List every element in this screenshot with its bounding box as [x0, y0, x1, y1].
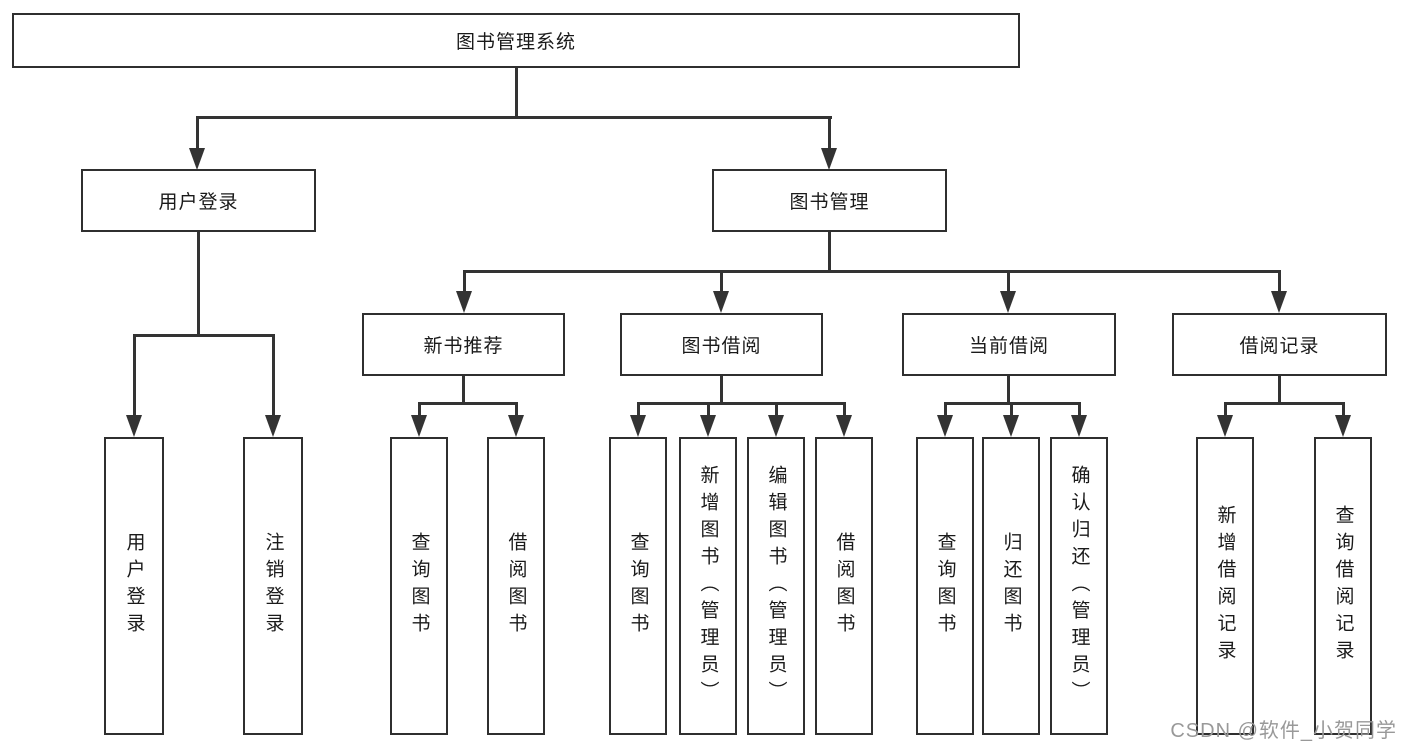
leaf-br-add-record-label: 新增借阅记录: [1214, 505, 1236, 667]
leaf-user-login-label: 用户登录: [123, 532, 145, 640]
connector-cb-query: [944, 402, 947, 417]
arrow-down-bb-borrow: [836, 415, 852, 437]
connector-nb-query: [418, 402, 421, 417]
connector-to-current-borrow: [1007, 270, 1010, 293]
arrow-down-new-book: [456, 291, 472, 313]
connector-new-book-rail: [418, 402, 518, 405]
node-user-login-label: 用户登录: [158, 192, 239, 213]
arrow-down-br-add: [1217, 415, 1233, 437]
connector-to-user-login: [196, 116, 199, 149]
connector-to-borrow-records: [1278, 270, 1281, 293]
connector-current-borrow-stem: [1007, 376, 1010, 404]
connector-root-rail: [196, 116, 832, 119]
leaf-logout: 注销登录: [243, 437, 303, 735]
leaf-br-add-record: 新增借阅记录: [1196, 437, 1254, 735]
leaf-nb-borrow-books-label: 借阅图书: [505, 532, 527, 640]
leaf-bb-query-books-label: 查询图书: [627, 532, 649, 640]
arrow-down-user-login: [189, 148, 205, 170]
leaf-logout-label: 注销登录: [262, 532, 284, 640]
connector-to-leaf-login: [133, 334, 136, 417]
arrow-down-current-borrow: [1000, 291, 1016, 313]
leaf-bb-edit-books-admin-label: 编辑图书（管理员）: [765, 464, 787, 708]
connector-bb-add: [707, 402, 710, 417]
leaf-cb-confirm-return-admin-label: 确认归还（管理员）: [1068, 464, 1090, 708]
arrow-down-nb-query: [411, 415, 427, 437]
node-system-root-label: 图书管理系统: [455, 32, 576, 53]
leaf-nb-query-books: 查询图书: [390, 437, 448, 735]
node-new-book-recommend-label: 新书推荐: [423, 336, 504, 357]
leaf-bb-borrow-books-label: 借阅图书: [833, 532, 855, 640]
arrow-down-bb-add: [700, 415, 716, 437]
connector-cb-confirm: [1078, 402, 1081, 417]
arrow-down-bb-edit: [768, 415, 784, 437]
node-user-login: 用户登录: [81, 169, 316, 232]
node-book-management-label: 图书管理: [789, 192, 870, 213]
node-book-borrow-label: 图书借阅: [681, 336, 762, 357]
node-system-root: 图书管理系统: [12, 13, 1020, 68]
node-current-borrow-label: 当前借阅: [968, 336, 1049, 357]
arrow-down-nb-borrow: [508, 415, 524, 437]
node-new-book-recommend: 新书推荐: [362, 313, 565, 376]
connector-br-query: [1342, 402, 1345, 417]
connector-to-book-management: [828, 116, 831, 149]
leaf-nb-borrow-books: 借阅图书: [487, 437, 545, 735]
arrow-down-book-management: [821, 148, 837, 170]
arrow-down-br-query: [1335, 415, 1351, 437]
connector-bb-query: [637, 402, 640, 417]
leaf-br-query-record: 查询借阅记录: [1314, 437, 1372, 735]
connector-to-book-borrow: [720, 270, 723, 293]
leaf-bb-borrow-books: 借阅图书: [815, 437, 873, 735]
watermark: CSDN @软件_小贺同学: [1170, 720, 1397, 742]
arrow-down-borrow-records: [1271, 291, 1287, 313]
connector-br-add: [1224, 402, 1227, 417]
connector-cb-return: [1010, 402, 1013, 417]
leaf-cb-return-books-label: 归还图书: [1000, 532, 1022, 640]
connector-to-leaf-logout: [272, 334, 275, 417]
node-borrow-records-label: 借阅记录: [1239, 336, 1320, 357]
arrow-down-leaf-login: [126, 415, 142, 437]
node-borrow-records: 借阅记录: [1172, 313, 1387, 376]
leaf-bb-add-books-admin-label: 新增图书（管理员）: [697, 464, 719, 708]
connector-book-borrow-rail: [637, 402, 845, 405]
leaf-cb-query-books-label: 查询图书: [934, 532, 956, 640]
arrow-down-leaf-logout: [265, 415, 281, 437]
leaf-bb-add-books-admin: 新增图书（管理员）: [679, 437, 737, 735]
connector-book-borrow-stem: [720, 376, 723, 404]
connector-bb-edit: [775, 402, 778, 417]
leaf-bb-query-books: 查询图书: [609, 437, 667, 735]
connector-user-login-rail: [133, 334, 275, 337]
arrow-down-cb-return: [1003, 415, 1019, 437]
leaf-cb-confirm-return-admin: 确认归还（管理员）: [1050, 437, 1108, 735]
connector-to-new-book: [463, 270, 466, 293]
arrow-down-bb-query: [630, 415, 646, 437]
connector-borrow-records-rail: [1224, 402, 1344, 405]
connector-borrow-records-stem: [1278, 376, 1281, 404]
connector-book-mgmt-stem: [828, 232, 831, 272]
connector-root-stem: [515, 68, 518, 118]
connector-user-login-stem: [197, 232, 200, 336]
connector-nb-borrow: [515, 402, 518, 417]
connector-new-book-stem: [462, 376, 465, 404]
node-book-management: 图书管理: [712, 169, 947, 232]
leaf-bb-edit-books-admin: 编辑图书（管理员）: [747, 437, 805, 735]
leaf-user-login: 用户登录: [104, 437, 164, 735]
arrow-down-cb-query: [937, 415, 953, 437]
node-book-borrow: 图书借阅: [620, 313, 823, 376]
leaf-cb-return-books: 归还图书: [982, 437, 1040, 735]
leaf-nb-query-books-label: 查询图书: [408, 532, 430, 640]
connector-bb-borrow: [843, 402, 846, 417]
arrow-down-book-borrow: [713, 291, 729, 313]
connector-book-mgmt-rail: [463, 270, 1280, 273]
node-current-borrow: 当前借阅: [902, 313, 1116, 376]
leaf-cb-query-books: 查询图书: [916, 437, 974, 735]
arrow-down-cb-confirm: [1071, 415, 1087, 437]
leaf-br-query-record-label: 查询借阅记录: [1332, 505, 1354, 667]
